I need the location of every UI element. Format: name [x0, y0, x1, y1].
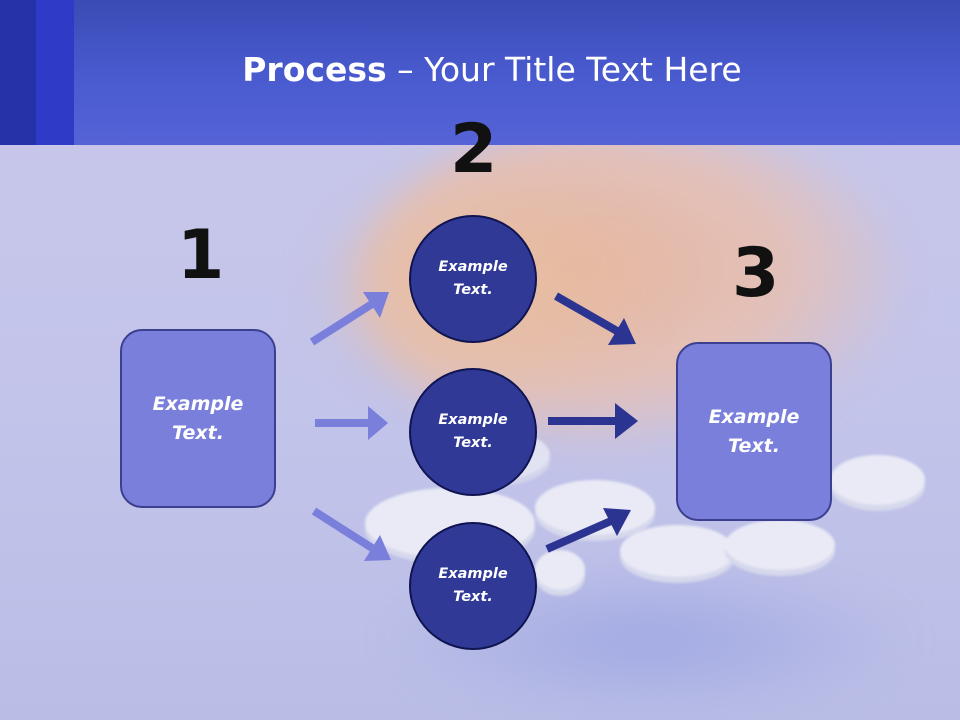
arrowhead-step1-to-middle — [368, 406, 388, 440]
step-3-text: Example Text. — [708, 405, 800, 457]
arrow-top-to-step3 — [554, 292, 619, 335]
step-2-circle-middle-text: Example Text. — [438, 412, 508, 451]
arrow-step1-to-bottom — [311, 507, 375, 552]
slide-title-bold: Process — [242, 50, 387, 89]
step-2-circle-middle: Example Text. — [409, 368, 537, 496]
step-2-circle-bottom-text: Example Text. — [438, 566, 508, 605]
arrowhead-top-to-step3 — [608, 318, 636, 345]
background-pill — [620, 525, 735, 577]
header-accent-strip — [0, 0, 36, 145]
step-2-circle-top: Example Text. — [409, 215, 537, 343]
step-number-2: 2 — [450, 110, 498, 189]
background-pill — [535, 550, 585, 590]
arrow-step1-to-top — [309, 300, 375, 346]
arrowhead-step1-to-top — [363, 292, 389, 318]
header-accent-strip — [36, 0, 74, 145]
step-2-circle-top-text: Example Text. — [438, 259, 508, 298]
step-2-circle-bottom: Example Text. — [409, 522, 537, 650]
background-pill — [830, 455, 925, 505]
background-pill — [725, 520, 835, 570]
step-3-box: Example Text. — [676, 342, 832, 521]
arrow-bottom-to-step3 — [545, 517, 613, 553]
slide-title: Process – Your Title Text Here — [0, 50, 960, 89]
step-1-box: Example Text. — [120, 329, 276, 508]
step-number-1: 1 — [177, 216, 225, 295]
arrowhead-bottom-to-step3 — [603, 508, 631, 536]
step-1-text: Example Text. — [152, 392, 244, 444]
title-bar — [0, 0, 960, 145]
arrowhead-middle-to-step3 — [615, 403, 638, 439]
slide-title-rest: – Your Title Text Here — [386, 50, 742, 89]
arrowhead-step1-to-bottom — [364, 535, 391, 561]
step-number-3: 3 — [732, 234, 780, 313]
